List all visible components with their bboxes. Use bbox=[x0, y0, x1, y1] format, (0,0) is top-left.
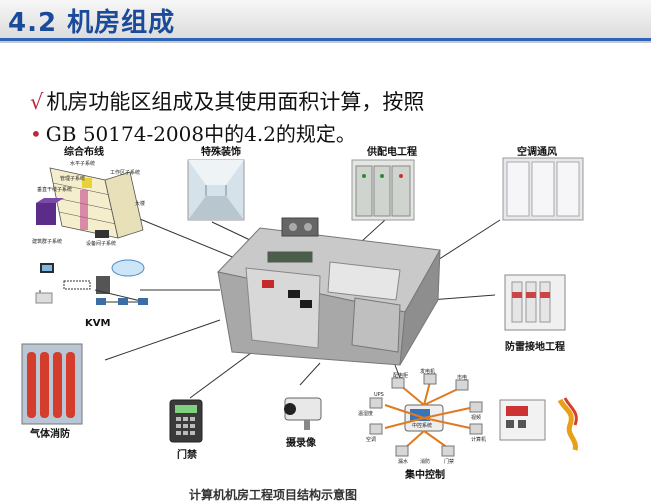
cabling-building-image bbox=[36, 167, 144, 239]
central-node-label: UPS bbox=[374, 392, 384, 398]
central-node-label: 漏水 bbox=[398, 459, 409, 465]
cabling-part: 工作区子系统 bbox=[110, 170, 141, 176]
central-node-label: 中控系统 bbox=[412, 423, 433, 429]
cabling-part: 大楼 bbox=[135, 201, 146, 207]
bullet-line-1: √机房功能区组成及其使用面积计算，按照 bbox=[30, 86, 424, 116]
central-node-label: 温湿度 bbox=[358, 411, 374, 417]
central-node-label: 消防 bbox=[420, 459, 431, 465]
access-control-image bbox=[169, 399, 203, 443]
central-node-label: 门禁 bbox=[444, 459, 455, 465]
connector-lines bbox=[104, 209, 501, 399]
cabling-part: 设备间子系统 bbox=[86, 241, 117, 247]
decoration-image bbox=[187, 159, 245, 221]
power-cabinets-image bbox=[351, 159, 415, 221]
cabling-part: 管理子系统 bbox=[60, 176, 86, 182]
label-kvm: KVM bbox=[85, 318, 111, 329]
bullet-line-2: •GB 50174-2008中的4.2的规定。 bbox=[30, 118, 356, 147]
camera-image bbox=[284, 397, 322, 430]
kvm-network-image bbox=[35, 259, 148, 305]
central-node-label: 发电机 bbox=[420, 369, 436, 375]
check-mark: √ bbox=[30, 90, 44, 114]
gas-suppression-image bbox=[21, 343, 83, 425]
central-control-image bbox=[369, 373, 483, 457]
label-hvac: 空调通风 bbox=[517, 147, 557, 158]
label-lightning: 防雷接地工程 bbox=[505, 342, 565, 353]
central-node-label: 视频 bbox=[471, 415, 482, 421]
label-decoration: 特殊装饰 bbox=[201, 147, 241, 158]
central-node-label: 计算机 bbox=[471, 437, 487, 443]
bullet-text-1: 机房功能区组成及其使用面积计算，按照 bbox=[46, 90, 425, 114]
label-camera: 摄录像 bbox=[286, 438, 316, 449]
data-center-room bbox=[217, 217, 441, 366]
cabling-part: 水平子系统 bbox=[70, 161, 96, 167]
central-node-label: 市电 bbox=[457, 375, 468, 381]
cabling-part: 垂直干线子系统 bbox=[37, 187, 73, 193]
label-cabling: 综合布线 bbox=[64, 147, 104, 158]
label-central-control: 集中控制 bbox=[405, 470, 445, 481]
control-panel-image bbox=[499, 397, 578, 451]
label-access-control: 门禁 bbox=[177, 450, 197, 461]
title-divider bbox=[0, 38, 651, 43]
bullet-dot: • bbox=[30, 122, 42, 146]
central-node-label: 空调 bbox=[366, 437, 377, 443]
bullet-text-2: GB 50174-2008中的4.2的规定。 bbox=[45, 122, 356, 146]
lightning-protection-image bbox=[504, 274, 566, 331]
slide-title: 4.2 机房组成 bbox=[8, 8, 176, 38]
diagram-caption: 计算机机房工程项目结构示意图 bbox=[189, 488, 358, 502]
central-node-label: 配电柜 bbox=[393, 373, 409, 379]
hvac-units-image bbox=[502, 157, 584, 221]
label-power: 供配电工程 bbox=[367, 147, 417, 158]
cabling-part: 建筑群子系统 bbox=[32, 239, 63, 245]
label-gas-suppression: 气体消防 bbox=[30, 429, 70, 440]
